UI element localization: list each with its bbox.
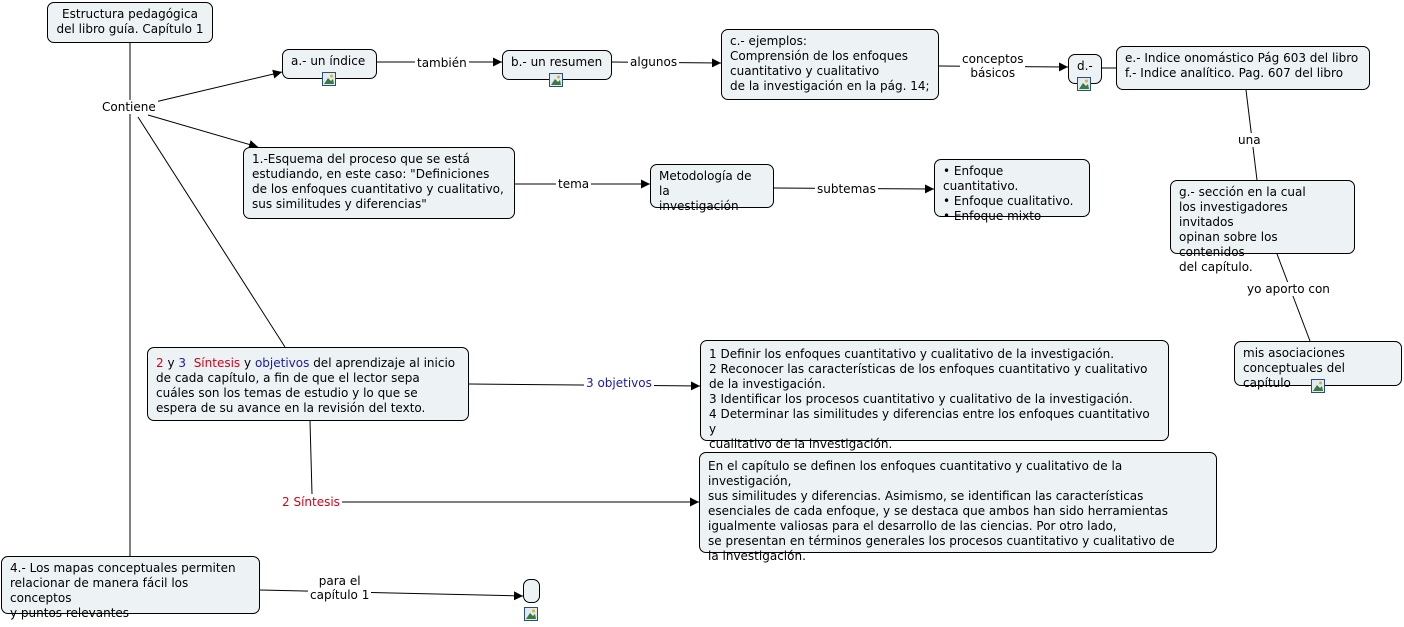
enfoque-item: Enfoque mixto — [943, 209, 1081, 224]
una-label: una — [1236, 133, 1263, 147]
line-mapas-empty — [259, 589, 524, 601]
indices-node[interactable]: e.- Indice onomástico Pág 603 del libro … — [1116, 46, 1370, 90]
ejemplos-node[interactable]: c.- ejemplos: Comprensión de los enfoque… — [721, 29, 939, 100]
subtemas-label: subtemas — [815, 182, 878, 196]
image-icon[interactable] — [524, 607, 538, 621]
indice-node[interactable]: a.- un índice — [282, 49, 377, 79]
objetivos-list-node[interactable]: 1 Definir los enfoques cuantitativo y cu… — [700, 340, 1169, 451]
image-icon[interactable] — [1077, 77, 1091, 91]
root-node[interactable]: Estructura pedagógica del libro guía. Ca… — [47, 2, 213, 43]
sintesis-number-3: 3 — [178, 356, 187, 370]
empty-node[interactable] — [523, 579, 540, 603]
line-seccion-asociaciones — [1276, 253, 1311, 342]
enfoque-item: Enfoque cualitativo. — [943, 194, 1081, 209]
line-contiene-esquema — [147, 114, 259, 149]
image-icon[interactable] — [322, 72, 336, 86]
sintesis-y1: y — [167, 356, 175, 370]
para-el-label: para el capítulo 1 — [308, 574, 372, 602]
dos-sintesis-label: 2 Síntesis — [280, 495, 342, 509]
sintesis-objetivos-node[interactable]: 2 y 3 Síntesis y objetivos del aprendiza… — [147, 347, 469, 421]
algunos-label: algunos — [628, 55, 680, 69]
line-contiene-indice — [154, 69, 283, 103]
tres-objetivos-label: 3 objetivos — [584, 376, 654, 390]
line-contiene-sintesis — [137, 116, 286, 348]
tambien-label: también — [415, 56, 469, 70]
metodologia-node[interactable]: Metodología de la investigación — [650, 164, 774, 213]
sintesis-rest: del aprendizaje al inicio de cada capítu… — [156, 356, 456, 415]
line-sintesis-dos — [309, 420, 313, 495]
enfoques-list: Enfoque cuantitativo. Enfoque cualitativ… — [943, 164, 1081, 224]
mapas-node[interactable]: 4.- Los mapas conceptuales permiten rela… — [1, 556, 260, 620]
sintesis-number-2: 2 — [156, 356, 164, 370]
tema-label: tema — [556, 177, 592, 191]
sintesis-word: Síntesis — [193, 356, 241, 370]
enfoque-item: Enfoque cuantitativo. — [943, 164, 1081, 194]
objetivos-word: objetivos — [254, 356, 310, 370]
sintesis-y2: y — [244, 356, 252, 370]
image-icon[interactable] — [549, 73, 563, 87]
yo-aporto-label: yo aporto con — [1245, 282, 1332, 296]
enfoques-node[interactable]: Enfoque cuantitativo. Enfoque cualitativ… — [934, 159, 1090, 223]
esquema-node[interactable]: 1.-Esquema del proceso que se está estud… — [243, 147, 515, 219]
contiene-label: Contiene — [100, 100, 158, 114]
conceptos-label: conceptos básicos — [960, 52, 1026, 80]
image-icon[interactable] — [1311, 379, 1325, 393]
seccion-node[interactable]: g.- sección en la cual los investigadore… — [1170, 180, 1355, 274]
sintesis-text-node[interactable]: En el capítulo se definen los enfoques c… — [699, 452, 1217, 563]
